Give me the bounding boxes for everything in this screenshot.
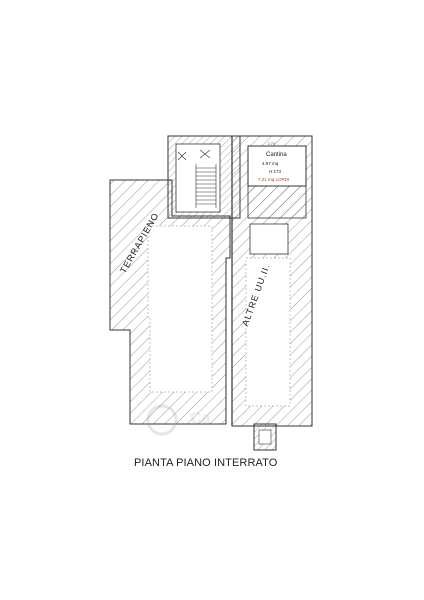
watermark-logo [146,404,178,436]
bottom-appendix-void [258,429,272,445]
cantina-sub [247,185,307,219]
small-room [249,223,289,255]
room-height: H 173 [269,169,282,174]
room-name-cantina: Cantina [266,152,287,158]
room-area-net: 4.97 mq [262,161,279,166]
cross-marks [177,149,211,161]
page-caption: PIANTA PIANO INTERRATO [134,457,278,469]
dimension-top: 2.79 [268,142,275,146]
stair-treads [195,164,217,208]
altre-inner [245,257,291,407]
room-area-gross: 7.21 mq LORDI [258,177,290,182]
watermark-text: Ca [190,410,211,427]
stair-void [175,143,221,213]
terrapieno-inner [147,225,213,393]
cantina-room [247,145,307,187]
